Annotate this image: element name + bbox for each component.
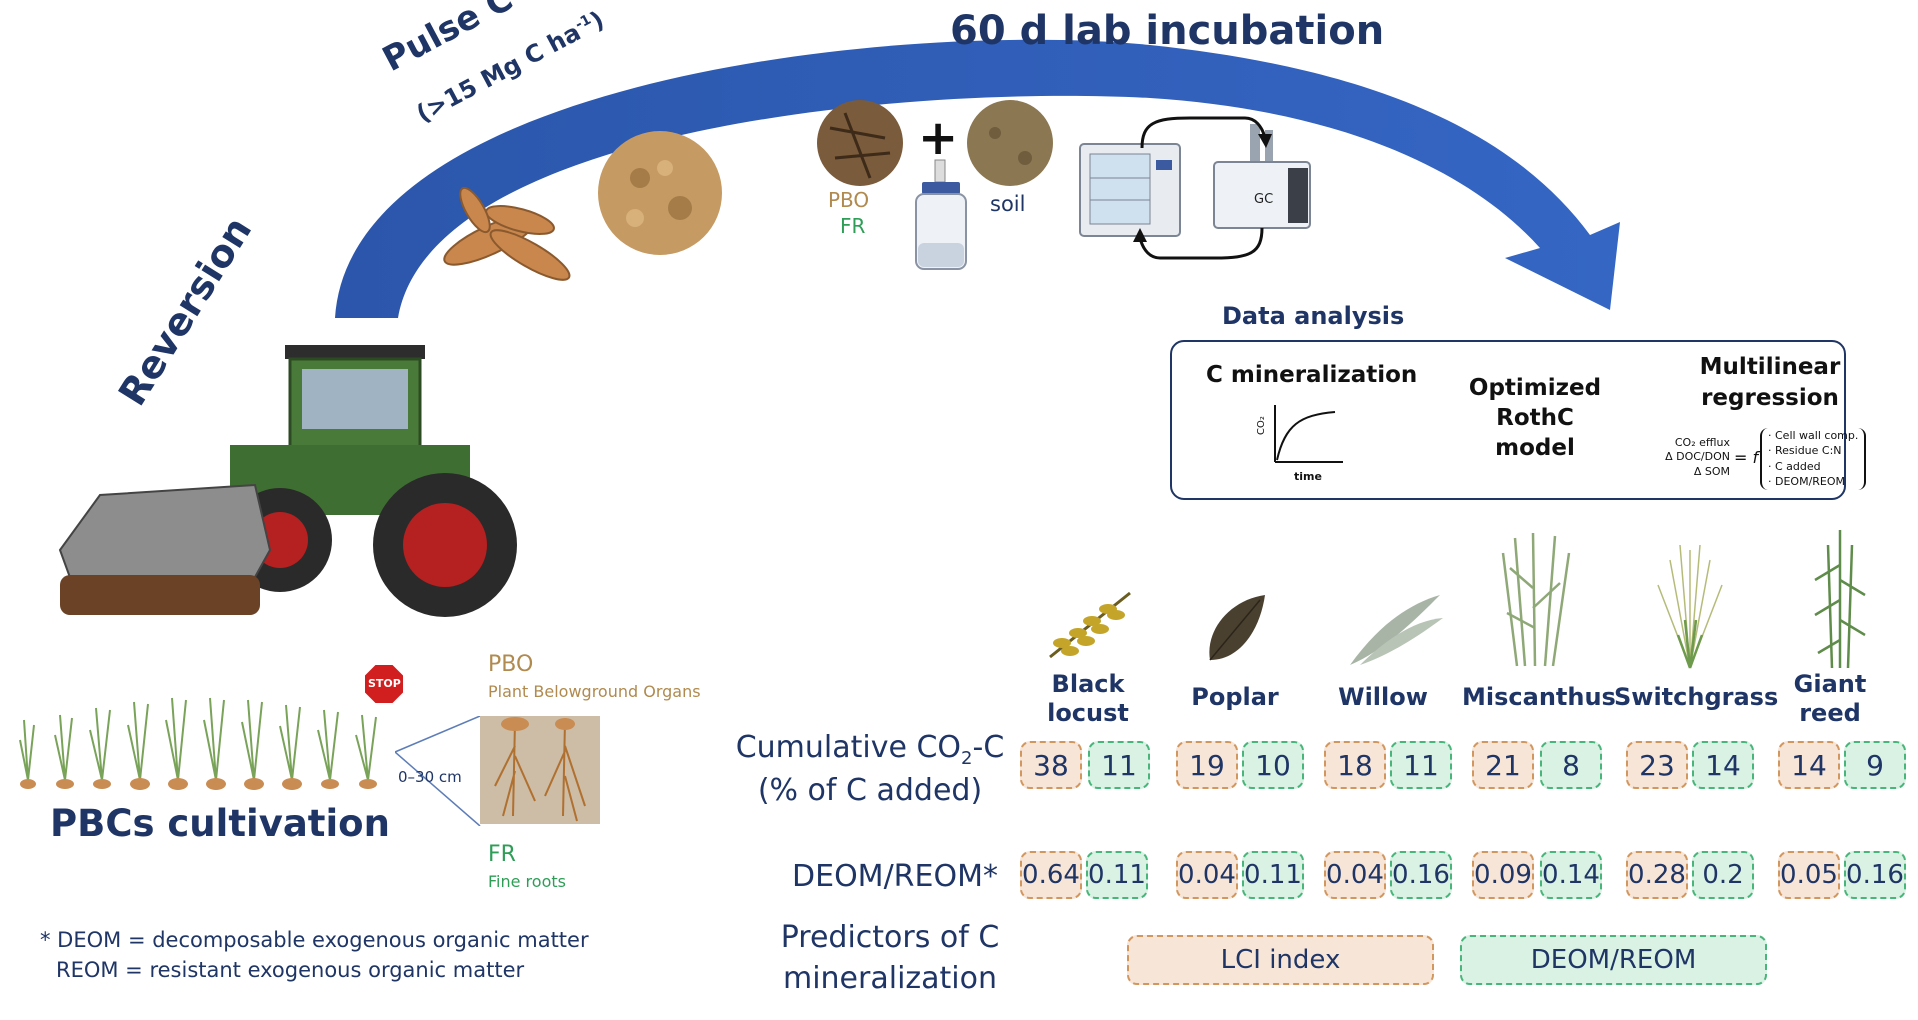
row-label-deom-reom: DEOM/REOM* [792, 859, 998, 894]
species-label-giant-reed: Giant reed [1793, 670, 1867, 727]
depth-label: 0–30 cm [398, 768, 462, 786]
miscanthus-icon [1501, 532, 1571, 667]
data-analysis-title: Data analysis [1222, 302, 1405, 330]
mlr-function: = f [1734, 448, 1759, 467]
cycle-arrows [1133, 116, 1272, 260]
co2-pbo-poplar: 19 [1176, 741, 1238, 789]
cult-pbo-full: Plant Belowground Organs [488, 682, 701, 701]
cultivation-title: PBCs cultivation [50, 802, 390, 845]
species-label-black-locust: Black locust [1047, 670, 1129, 727]
willow-leaf-icon [1350, 595, 1443, 665]
mlr-rhs: · Cell wall comp.· Residue C:N· C added·… [1760, 428, 1867, 490]
dr-pbo-miscanthus: 0.09 [1472, 851, 1534, 899]
c-mineralization-label: C mineralization [1206, 362, 1418, 388]
predictor-lci-index: LCI index [1127, 935, 1434, 985]
roots-image [443, 186, 571, 281]
species-label-poplar: Poplar [1191, 683, 1279, 711]
co2-fr-switchgrass: 14 [1692, 741, 1754, 789]
dr-pbo-poplar: 0.04 [1176, 851, 1238, 899]
co2-pbo-black-locust: 38 [1020, 741, 1082, 789]
incubator-icon [1079, 143, 1181, 237]
dr-pbo-giant-reed: 0.05 [1778, 851, 1840, 899]
incub-fr-label: FR [840, 214, 866, 238]
dr-fr-giant-reed: 0.16 [1844, 851, 1906, 899]
dr-fr-willow: 0.16 [1390, 851, 1452, 899]
tractor-image [58, 345, 517, 617]
species-label-switchgrass: Switchgrass [1614, 683, 1779, 711]
soil-circle-image [598, 131, 722, 255]
curve-x-label: time [1294, 470, 1322, 483]
stop-sign-text: STOP [368, 677, 401, 690]
note-deom: * DEOM = decomposable exogenous organic … [40, 928, 589, 952]
gc-label: GC [1254, 192, 1274, 207]
mineralization-curve-icon [1274, 405, 1343, 463]
cult-pbo-label: PBO [488, 652, 534, 677]
switchgrass-icon [1657, 544, 1723, 669]
poplar-leaf-icon [1209, 595, 1265, 661]
row-label-cumulative-co2: Cumulative CO2-C (% of C added) [735, 730, 1005, 809]
giant-reed-icon [1814, 530, 1866, 669]
data-analysis-box [1170, 340, 1846, 500]
dr-pbo-switchgrass: 0.28 [1626, 851, 1688, 899]
co2-pbo-miscanthus: 21 [1472, 741, 1534, 789]
dr-fr-poplar: 0.11 [1242, 851, 1304, 899]
co2-fr-poplar: 10 [1242, 741, 1304, 789]
incub-pbo-label: PBO [828, 188, 870, 212]
co2-fr-giant-reed: 9 [1844, 741, 1906, 789]
plus-sign: + [918, 110, 959, 166]
predictor-deom-reom: DEOM/REOM [1460, 935, 1767, 985]
pbo-sample-image [817, 100, 903, 186]
stop-sign-icon [363, 663, 405, 705]
soil-profile-image [395, 716, 600, 826]
incubation-title: 60 d lab incubation [950, 8, 1385, 54]
species-label-miscanthus: Miscanthus [1462, 683, 1616, 711]
species-label-willow: Willow [1338, 683, 1428, 711]
dr-pbo-black-locust: 0.64 [1020, 851, 1082, 899]
dr-fr-black-locust: 0.11 [1086, 851, 1148, 899]
co2-fr-black-locust: 11 [1088, 741, 1150, 789]
plant-row-image [19, 697, 377, 790]
incub-soil-label: soil [990, 192, 1026, 216]
gc-instrument-icon [1213, 124, 1311, 229]
note-reom: REOM = resistant exogenous organic matte… [56, 958, 525, 982]
dr-fr-switchgrass: 0.2 [1692, 851, 1754, 899]
cult-fr-full: Fine roots [488, 872, 566, 891]
dr-fr-miscanthus: 0.14 [1540, 851, 1602, 899]
jar-icon [915, 159, 967, 270]
cult-fr-label: FR [488, 842, 516, 867]
co2-pbo-switchgrass: 23 [1626, 741, 1688, 789]
co2-pbo-giant-reed: 14 [1778, 741, 1840, 789]
co2-fr-willow: 11 [1390, 741, 1452, 789]
co2-pbo-willow: 18 [1324, 741, 1386, 789]
co2-fr-miscanthus: 8 [1540, 741, 1602, 789]
curve-y-label: CO₂ [1255, 416, 1267, 435]
dr-pbo-willow: 0.04 [1324, 851, 1386, 899]
soil-sample-image [967, 100, 1053, 186]
black-locust-icon [1049, 591, 1131, 659]
